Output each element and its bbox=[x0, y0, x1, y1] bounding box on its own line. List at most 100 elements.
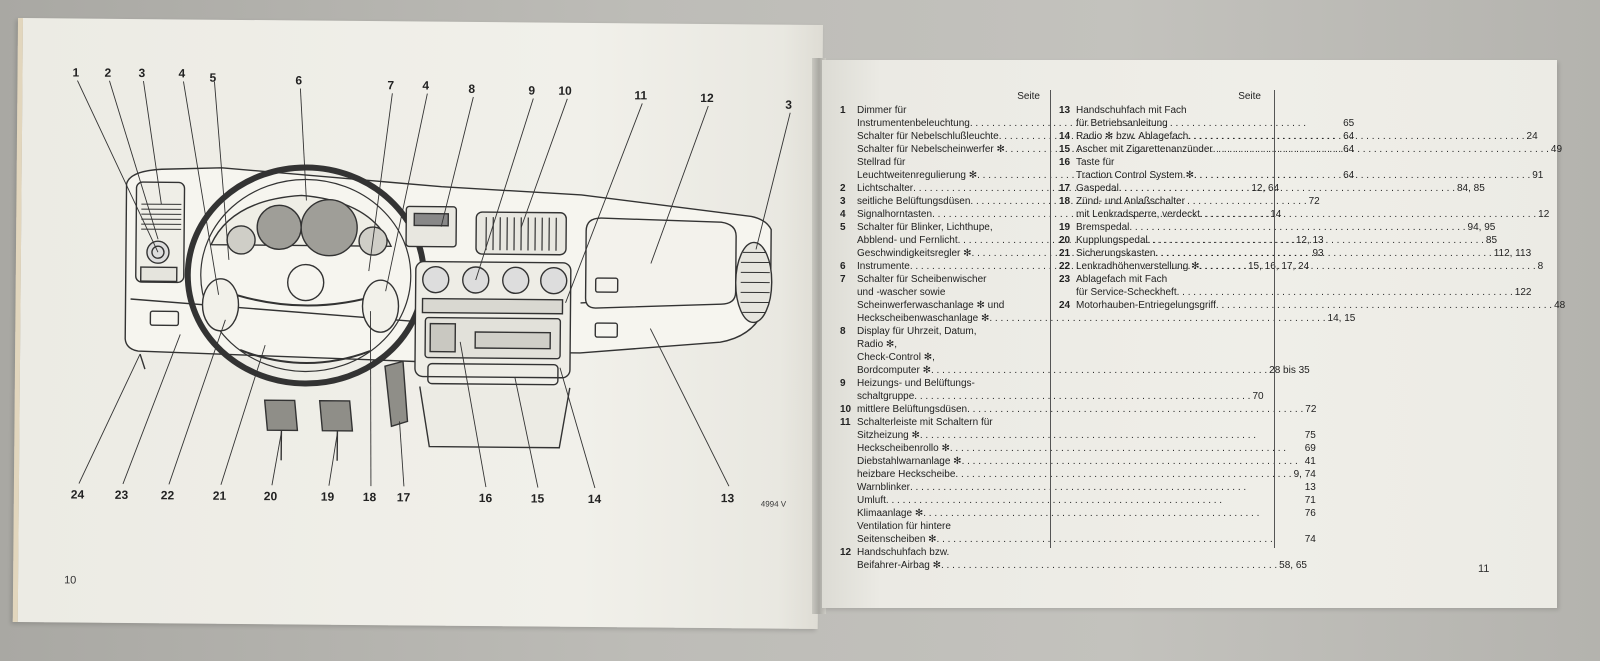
page-reference: 14, 15 bbox=[1327, 313, 1356, 324]
page-reference: 13 bbox=[1304, 482, 1316, 493]
page-reference: 69 bbox=[1304, 443, 1316, 454]
legend-line: Check-Control ✻, bbox=[857, 351, 1310, 364]
legend-number: 17 bbox=[1059, 183, 1071, 194]
legend-line: Radio ✻, bbox=[857, 338, 1310, 351]
figure-code: 4994 V bbox=[761, 500, 787, 509]
page-reference: 12 bbox=[1538, 209, 1550, 220]
leader-dots bbox=[941, 559, 1277, 572]
legend-line: Heckscheibenwaschanlage ✻14, 15 bbox=[857, 312, 1355, 325]
legend-text: Heckscheibenrollo ✻ bbox=[857, 443, 950, 454]
legend-line: Stellrad für bbox=[857, 156, 1354, 169]
legend-line: schaltgruppe70 bbox=[857, 390, 1264, 403]
callouts-top: 1 2 3 4 5 6 7 4 8 9 10 11 12 3 bbox=[72, 65, 792, 111]
callout: 23 bbox=[115, 488, 129, 502]
legend-text: und -wascher sowie bbox=[857, 287, 946, 298]
legend-entry: 9 Heizungs- und Belüftungs-schaltgruppe70 bbox=[840, 377, 1264, 403]
legend-line: Schalter für Scheibenwischer bbox=[857, 273, 1355, 286]
legend-number: 9 bbox=[840, 378, 846, 389]
callout: 20 bbox=[264, 489, 278, 503]
leader-dots bbox=[955, 468, 1291, 481]
legend-entry: 5 Schalter für Blinker, Lichthupe, Abblend… bbox=[840, 221, 1324, 260]
legend-number: 4 bbox=[840, 209, 846, 220]
legend-text: Geschwindigkeitsregler ✻ bbox=[857, 248, 972, 259]
legend-text: Abblend- und Fernlicht bbox=[857, 235, 958, 246]
legend-text: Taste für bbox=[1076, 157, 1115, 168]
legend-line: Instrumentenbeleuchtung65 bbox=[857, 117, 1354, 130]
page-reference: 72 bbox=[1305, 404, 1317, 415]
legend-line: Klimaanlage ✻76 bbox=[857, 507, 1316, 520]
legend-line: Scheinwerferwaschanlage ✻ und bbox=[857, 299, 1355, 312]
legend-text: Instrumentenbeleuchtung bbox=[857, 118, 970, 129]
callout: 3 bbox=[138, 66, 145, 80]
leader-dots bbox=[1213, 143, 1549, 156]
leader-dots bbox=[923, 507, 1303, 520]
leader-dots bbox=[910, 481, 1303, 494]
legend-line: Warnblinker13 bbox=[857, 481, 1316, 494]
legend-entry: 4Signalhorntasten14 bbox=[840, 208, 1281, 221]
legend-text: Zünd- und Anlaßschalter bbox=[1076, 196, 1185, 207]
legend-text: Schalter für Nebelscheinwerfer ✻ bbox=[857, 144, 1005, 155]
legend-line: Schalterleiste mit Schaltern für bbox=[857, 416, 1316, 429]
page-reference: 112, 113 bbox=[1493, 248, 1532, 259]
callout: 11 bbox=[634, 88, 647, 102]
legend-entry: 6Instrumente15, 16, 17, 24 bbox=[840, 260, 1309, 273]
legend-line: Bordcomputer ✻28 bis 35 bbox=[857, 364, 1310, 377]
legend-line: Zünd- und Anlaßschalter bbox=[1076, 195, 1549, 208]
legend-line: Schalter für Blinker, Lichthupe, bbox=[857, 221, 1324, 234]
legend-text: Schalter für Blinker, Lichthupe, bbox=[857, 222, 993, 233]
legend-text: Schalterleiste mit Schaltern für bbox=[857, 417, 993, 428]
callout: 8 bbox=[468, 82, 475, 96]
legend-text: Schalter für Nebelschlußleuchte bbox=[857, 131, 999, 142]
legend-text: Umluft bbox=[857, 495, 886, 506]
legend-number: 10 bbox=[840, 404, 852, 415]
legend-number: 16 bbox=[1059, 157, 1071, 168]
page-reference: 48 bbox=[1554, 300, 1566, 311]
legend-number: 15 bbox=[1059, 144, 1071, 155]
legend-text: Schalter für Scheibenwischer bbox=[857, 274, 987, 285]
leader-dots bbox=[967, 403, 1303, 416]
callout: 16 bbox=[479, 491, 493, 505]
legend-number: 14 bbox=[1059, 131, 1071, 142]
leader-dots bbox=[1200, 208, 1536, 221]
legend-line: Bremspedal94, 95 bbox=[1076, 221, 1495, 234]
legend-text: Check-Control ✻, bbox=[857, 352, 935, 363]
legend-text: Dimmer für bbox=[857, 105, 907, 116]
legend-text: Beifahrer-Airbag ✻ bbox=[857, 560, 941, 571]
legend-text: Ventilation für hintere bbox=[857, 521, 951, 532]
legend-line: Handschuhfach bzw. bbox=[857, 546, 1307, 559]
legend-text: Motorhauben-Entriegelungsgriff bbox=[1076, 300, 1216, 311]
legend-text: Bremspedal bbox=[1076, 222, 1130, 233]
page-reference: 74 bbox=[1304, 534, 1316, 545]
legend-line: Lenkradhöhenverstellung ✻8 bbox=[1076, 260, 1543, 273]
legend-text: heizbare Heckscheibe bbox=[857, 469, 956, 480]
page-reference: 122 bbox=[1514, 287, 1532, 298]
legend-text: Seitenscheiben ✻ bbox=[857, 534, 937, 545]
legend-entry: 20Kupplungspedal85 bbox=[1059, 234, 1497, 247]
legend-text: Heizungs- und Belüftungs- bbox=[857, 378, 975, 389]
leader-dots bbox=[1156, 247, 1492, 260]
leader-dots bbox=[1216, 299, 1552, 312]
legend-number: 5 bbox=[840, 222, 846, 233]
legend-text: Lenkradhöhenverstellung ✻ bbox=[1076, 261, 1200, 272]
leader-dots bbox=[886, 494, 1303, 507]
legend-number: 2 bbox=[840, 183, 846, 194]
legend-text: Bordcomputer ✻ bbox=[857, 365, 931, 376]
page-number-right: 11 bbox=[1478, 563, 1490, 575]
leader-dots bbox=[1177, 286, 1513, 299]
callout: 13 bbox=[721, 491, 735, 505]
legend-line: Traction Control System ✻91 bbox=[1076, 169, 1543, 182]
legend-line: Seitenscheiben ✻ 74 bbox=[857, 533, 1316, 546]
legend-text: Scheinwerferwaschanlage ✻ und bbox=[857, 300, 1005, 311]
legend-number: 22 bbox=[1059, 261, 1071, 272]
legend-text: Kupplungspedal bbox=[1076, 235, 1148, 246]
